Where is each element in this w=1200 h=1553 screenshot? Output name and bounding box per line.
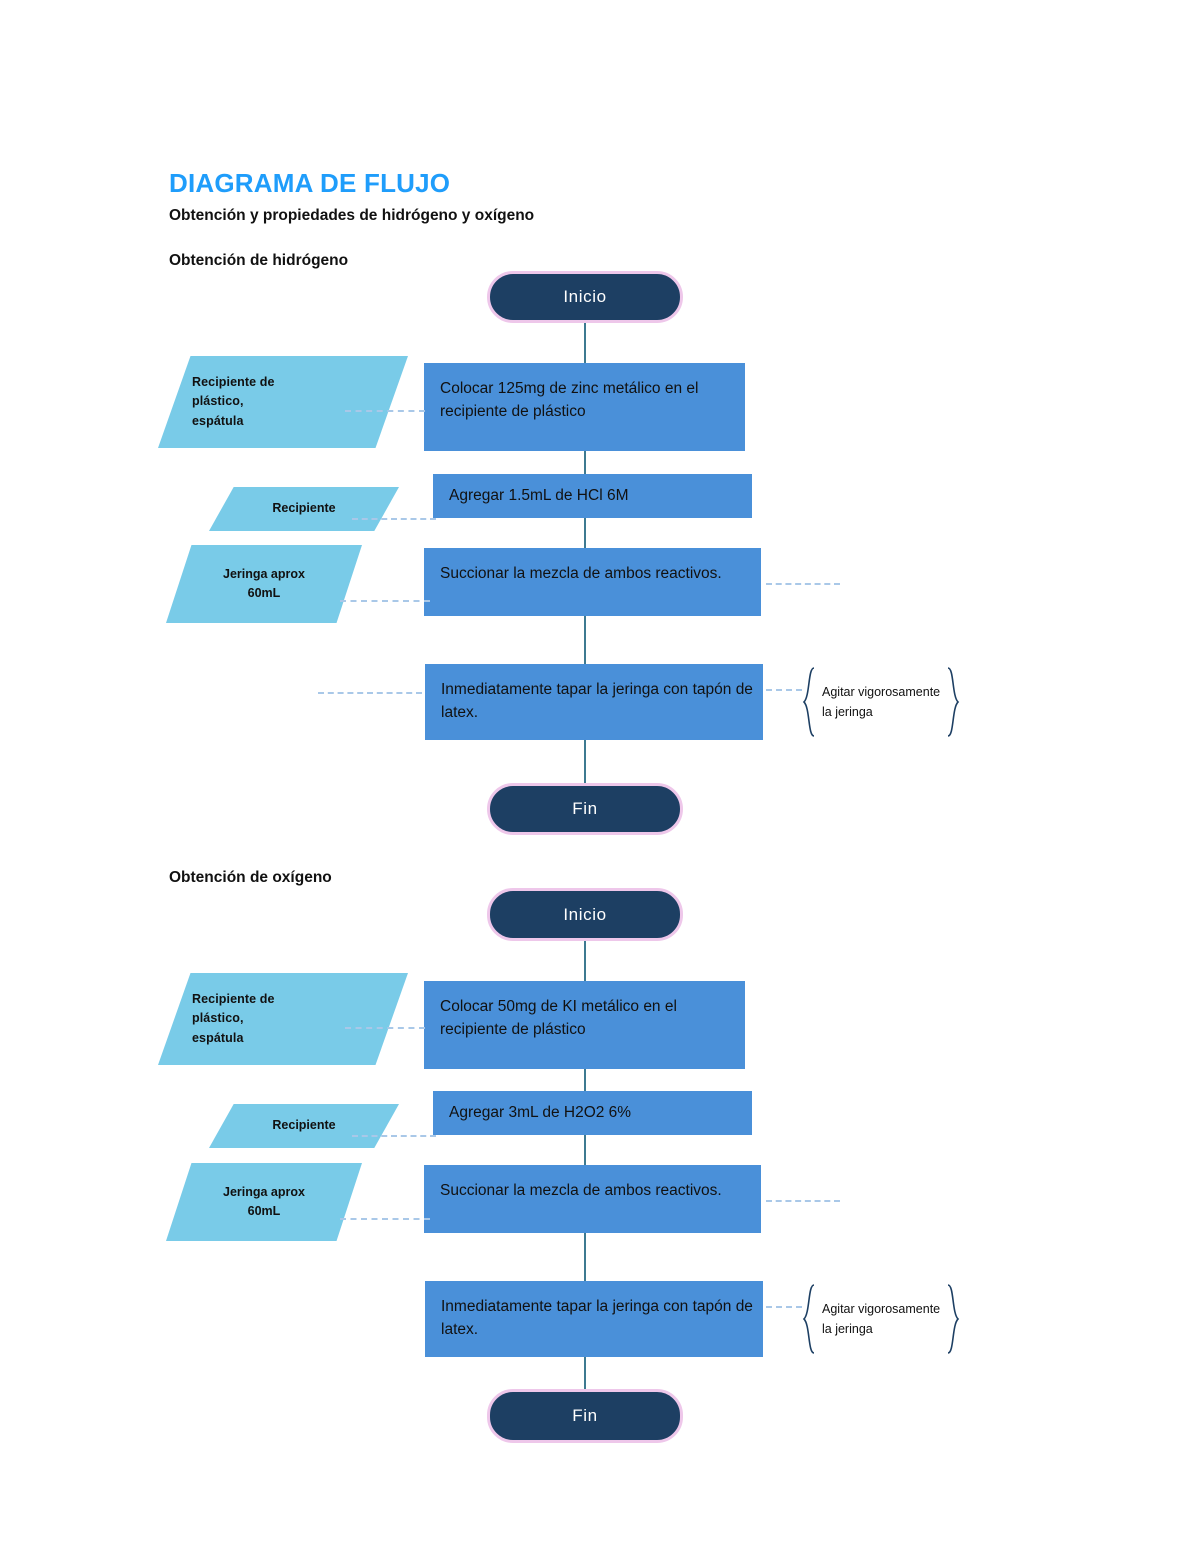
connector-step1-step2-o xyxy=(584,1069,586,1091)
brace-right-icon xyxy=(946,666,960,738)
input-recipiente-h[interactable]: Recipiente xyxy=(209,487,399,531)
process-step-3-hidrogeno[interactable]: Succionar la mezcla de ambos reactivos. xyxy=(424,548,761,616)
input-recipiente-o[interactable]: Recipiente xyxy=(209,1104,399,1148)
connector-step3-step4-h xyxy=(584,616,586,664)
dashed-connector-step3-right-h xyxy=(766,583,840,585)
end-node-oxigeno[interactable]: Fin xyxy=(487,1389,683,1443)
dashed-connector-step3-right-o xyxy=(766,1200,840,1202)
page-subtitle: Obtención y propiedades de hidrógeno y o… xyxy=(169,207,535,224)
note-text: Agitar vigorosamente la jeringa xyxy=(822,1302,941,1336)
process-step-1-hidrogeno[interactable]: Colocar 125mg de zinc metálico en el rec… xyxy=(424,363,745,451)
note-agitar-oxigeno: Agitar vigorosamente la jeringa xyxy=(802,1283,1008,1355)
input-recipiente-plastico-espatula-o[interactable]: Recipiente de plástico, espátula xyxy=(158,973,408,1065)
input-label: Jeringa aprox 60mL xyxy=(223,566,305,600)
input-label: Recipiente xyxy=(272,1118,336,1133)
dashed-connector-step4-note-o xyxy=(766,1306,802,1308)
note-text: Agitar vigorosamente la jeringa xyxy=(822,685,941,719)
input-label: Recipiente de plástico, espátula xyxy=(192,374,275,428)
input-label: Recipiente de plástico, espátula xyxy=(192,991,275,1045)
process-step-4-hidrogeno[interactable]: Inmediatamente tapar la jeringa con tapó… xyxy=(425,664,763,740)
connector-step4-end-o xyxy=(584,1357,586,1389)
input-jeringa-h[interactable]: Jeringa aprox 60mL xyxy=(166,545,362,623)
dashed-connector-step4-note-h xyxy=(766,689,802,691)
start-node-oxigeno[interactable]: Inicio xyxy=(487,888,683,941)
process-step-4-oxigeno[interactable]: Inmediatamente tapar la jeringa con tapó… xyxy=(425,1281,763,1357)
process-step-2-oxigeno[interactable]: Agregar 3mL de H2O2 6% xyxy=(433,1091,752,1135)
input-jeringa-o[interactable]: Jeringa aprox 60mL xyxy=(166,1163,362,1241)
section-heading-oxigeno: Obtención de oxígeno xyxy=(169,869,332,886)
connector-step4-end-h xyxy=(584,740,586,783)
process-step-2-hidrogeno[interactable]: Agregar 1.5mL de HCl 6M xyxy=(433,474,752,518)
dashed-connector-input2-o xyxy=(352,1135,436,1137)
process-step-3-oxigeno[interactable]: Succionar la mezcla de ambos reactivos. xyxy=(424,1165,761,1233)
connector-step2-step3-o xyxy=(584,1135,586,1165)
brace-right-icon xyxy=(946,1283,960,1355)
brace-left-icon xyxy=(802,1283,816,1355)
page-title: DIAGRAMA DE FLUJO xyxy=(169,168,451,198)
dashed-connector-step4-left-h xyxy=(318,692,422,694)
input-label: Jeringa aprox 60mL xyxy=(223,1184,305,1218)
connector-start-step1-o xyxy=(584,941,586,981)
end-node-hidrogeno[interactable]: Fin xyxy=(487,783,683,835)
connector-start-step1-h xyxy=(584,323,586,363)
note-agitar-hidrogeno: Agitar vigorosamente la jeringa xyxy=(802,666,1008,738)
connector-step2-step3-h xyxy=(584,518,586,548)
dashed-connector-input2-h xyxy=(352,518,436,520)
connector-step3-step4-o xyxy=(584,1233,586,1281)
process-step-1-oxigeno[interactable]: Colocar 50mg de KI metálico en el recipi… xyxy=(424,981,745,1069)
brace-left-icon xyxy=(802,666,816,738)
dashed-connector-input3-h xyxy=(340,600,430,602)
start-node-hidrogeno[interactable]: Inicio xyxy=(487,271,683,323)
dashed-connector-input3-o xyxy=(340,1218,430,1220)
connector-step1-step2-h xyxy=(584,451,586,474)
input-recipiente-plastico-espatula-h[interactable]: Recipiente de plástico, espátula xyxy=(158,356,408,448)
dashed-connector-input1-h xyxy=(345,410,425,412)
dashed-connector-input1-o xyxy=(345,1027,425,1029)
input-label: Recipiente xyxy=(272,501,336,516)
section-heading-hidrogeno: Obtención de hidrógeno xyxy=(169,252,349,269)
